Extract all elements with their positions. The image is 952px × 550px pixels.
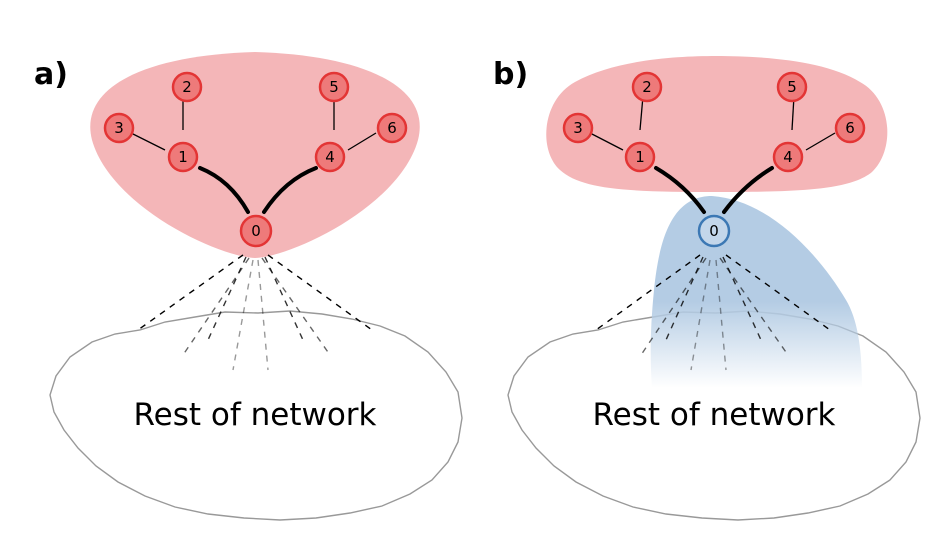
svg-text:4: 4 — [325, 148, 335, 166]
node-b-2: 2 — [631, 71, 663, 103]
cluster-region-a — [90, 52, 420, 258]
panel-a: a) 2 — [34, 52, 463, 521]
node-b-5: 5 — [776, 71, 808, 103]
node-a-0: 0 — [239, 214, 273, 248]
svg-text:1: 1 — [178, 148, 188, 166]
svg-text:5: 5 — [787, 78, 797, 96]
node-a-5: 5 — [318, 71, 350, 103]
svg-text:0: 0 — [709, 222, 719, 240]
dashed-links-a — [137, 254, 373, 371]
svg-text:5: 5 — [329, 78, 339, 96]
edges-a — [130, 96, 377, 214]
node-b-1: 1 — [624, 141, 656, 173]
svg-text:3: 3 — [573, 119, 583, 137]
panel-label-a: a) — [34, 57, 68, 92]
network-label-a: Rest of network — [133, 397, 376, 433]
dashed-links-b — [595, 254, 831, 371]
node-b-4: 4 — [772, 141, 804, 173]
svg-text:4: 4 — [783, 148, 793, 166]
panel-b: b) 2 — [493, 56, 921, 521]
node-a-6: 6 — [376, 112, 408, 144]
svg-text:2: 2 — [182, 78, 192, 96]
svg-text:6: 6 — [387, 119, 397, 137]
edges-b — [589, 95, 836, 214]
network-cloud-a — [49, 310, 463, 521]
node-b-0: 0 — [697, 214, 731, 248]
svg-text:0: 0 — [251, 222, 261, 240]
svg-text:1: 1 — [635, 148, 645, 166]
node-a-1: 1 — [167, 141, 199, 173]
panel-label-b: b) — [493, 57, 528, 92]
node-a-3: 3 — [103, 112, 135, 144]
influence-region-b — [650, 196, 862, 388]
network-label-b: Rest of network — [592, 397, 835, 433]
svg-text:2: 2 — [642, 78, 652, 96]
svg-text:6: 6 — [845, 119, 855, 137]
node-a-4: 4 — [314, 141, 346, 173]
node-b-3: 3 — [562, 112, 594, 144]
node-a-2: 2 — [171, 71, 203, 103]
node-b-6: 6 — [834, 112, 866, 144]
svg-text:3: 3 — [114, 119, 124, 137]
